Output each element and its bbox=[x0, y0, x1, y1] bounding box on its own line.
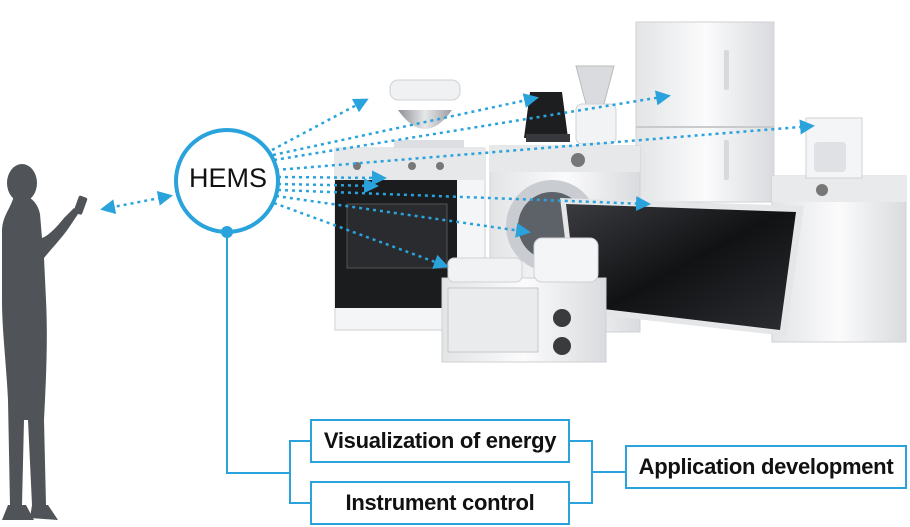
application-development-box: Application development bbox=[625, 445, 907, 489]
hems-appliance-links bbox=[271, 90, 815, 269]
visualization-of-energy-box: Visualization of energy bbox=[310, 419, 570, 463]
home-appliances-group-icon bbox=[334, 21, 907, 363]
phone-hems-link bbox=[100, 190, 173, 215]
hems-label: HEMS bbox=[188, 163, 267, 193]
person-with-smartphone-icon bbox=[2, 164, 88, 520]
instrument-control-box: Instrument control bbox=[310, 481, 570, 525]
function-connectors bbox=[226, 232, 625, 504]
